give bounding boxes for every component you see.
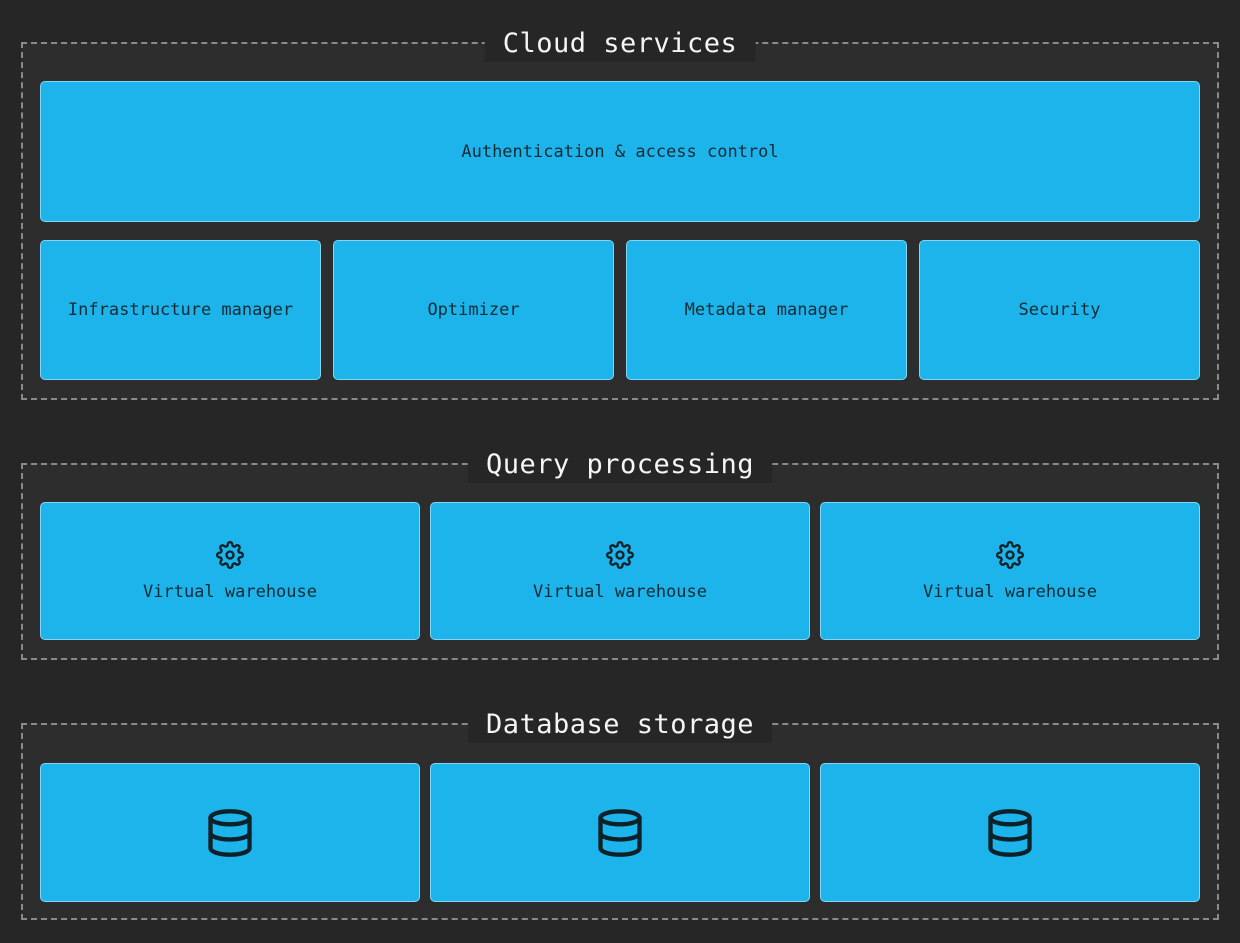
query-processing-title: Query processing [467, 446, 773, 484]
node-label: Metadata manager [684, 300, 849, 320]
node-security: Security [919, 240, 1200, 380]
cloud-services-section: Cloud services Authentication & access c… [21, 25, 1219, 400]
gear-icon [216, 540, 244, 569]
node-virtual-warehouse: Virtual warehouse [430, 502, 810, 640]
database-storage-row [40, 763, 1200, 902]
query-processing-section: Query processing Virtual warehouse Virtu… [21, 446, 1219, 660]
node-label: Virtual warehouse [143, 581, 317, 602]
cloud-services-row: Infrastructure manager Optimizer Metadat… [40, 240, 1200, 380]
node-infrastructure-manager: Infrastructure manager [40, 240, 321, 380]
database-icon [204, 805, 256, 861]
database-storage-title: Database storage [467, 706, 773, 744]
node-label: Virtual warehouse [533, 581, 707, 602]
database-icon [984, 805, 1036, 861]
node-authentication-access-control: Authentication & access control [40, 81, 1200, 222]
node-virtual-warehouse: Virtual warehouse [40, 502, 420, 640]
node-metadata-manager: Metadata manager [626, 240, 907, 380]
database-icon [594, 805, 646, 861]
cloud-services-title: Cloud services [484, 25, 756, 63]
node-label: Security [1018, 300, 1101, 320]
node-database [820, 763, 1200, 902]
node-label: Infrastructure manager [67, 300, 294, 320]
node-label: Optimizer [427, 300, 520, 320]
node-label: Authentication & access control [461, 141, 779, 162]
node-label: Virtual warehouse [923, 581, 1097, 602]
gear-icon [606, 540, 634, 569]
node-database [40, 763, 420, 902]
gear-icon [996, 540, 1024, 569]
node-virtual-warehouse: Virtual warehouse [820, 502, 1200, 640]
database-storage-section: Database storage [21, 706, 1219, 920]
node-optimizer: Optimizer [333, 240, 614, 380]
node-database [430, 763, 810, 902]
query-processing-row: Virtual warehouse Virtual warehouse Virt… [40, 502, 1200, 640]
